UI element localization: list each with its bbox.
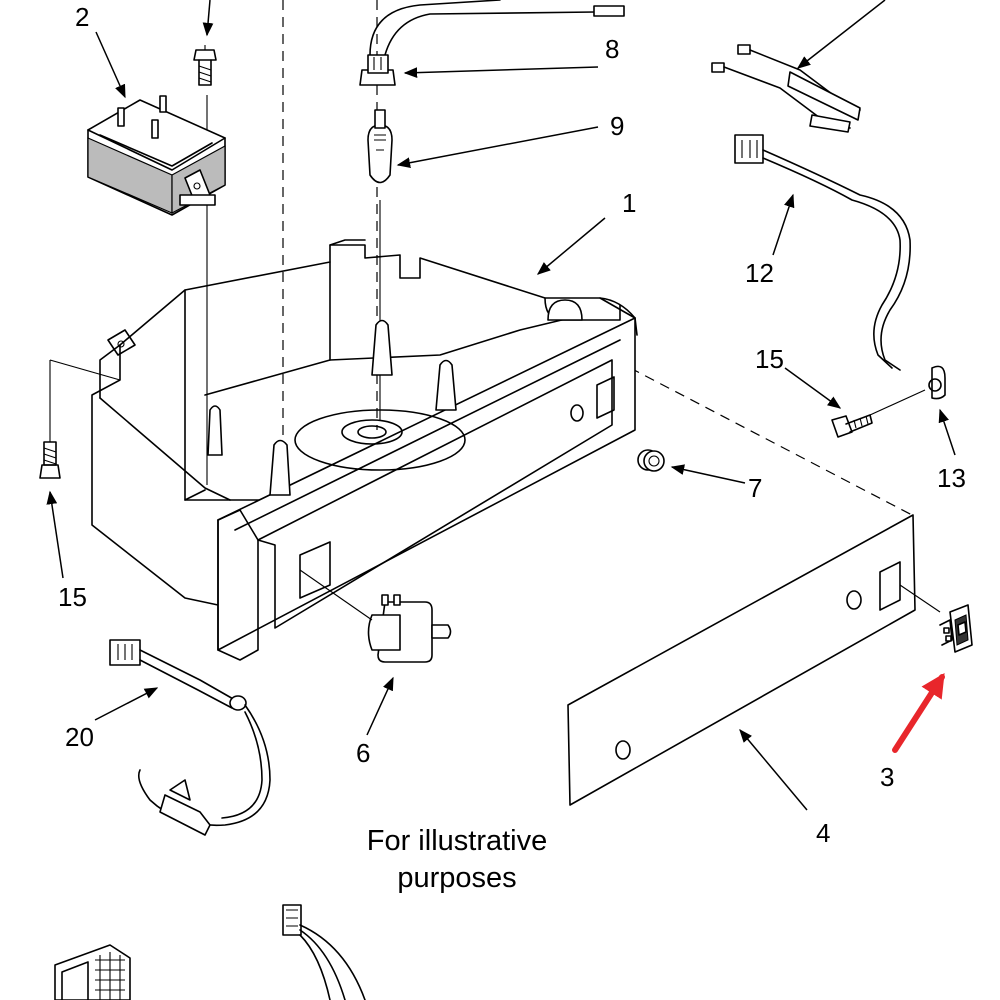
grommet [637,449,665,472]
door-switch [299,569,452,663]
top-screw [193,45,217,86]
callout-9: 9 [610,111,624,141]
mounting-posts [207,299,583,496]
screw-right [831,414,873,438]
wire-assembly-top-right [711,44,861,133]
callout-20: 20 [65,722,94,752]
callout-labels: 2 8 9 1 12 15 13 7 15 20 6 3 4 [58,2,966,848]
transformer [87,95,226,216]
rocker-switch [939,604,973,653]
callout-4: 4 [816,818,830,848]
light-bulb [367,109,393,184]
callout-15-right: 15 [755,344,784,374]
callout-8: 8 [605,34,619,64]
highlight-arrow [892,672,945,753]
lamp-socket [359,0,625,86]
caption-line-2: purposes [397,862,516,894]
cord-clamp [869,365,946,416]
screw-left [39,359,121,479]
callout-2: 2 [75,2,89,32]
thermal-fuse-harness [109,639,271,836]
callout-12: 12 [745,258,774,288]
power-cord [734,134,911,371]
callout-15-left: 15 [58,582,87,612]
callout-1: 1 [622,188,636,218]
callout-6: 6 [356,738,370,768]
bottom-harness [54,904,366,1000]
callout-13: 13 [937,463,966,493]
callout-7: 7 [748,473,762,503]
control-panel-plate [567,514,941,806]
caption-line-1: For illustrative [367,825,548,857]
leader-lines [46,0,956,811]
base-pan [91,239,638,661]
callout-3: 3 [880,762,894,792]
